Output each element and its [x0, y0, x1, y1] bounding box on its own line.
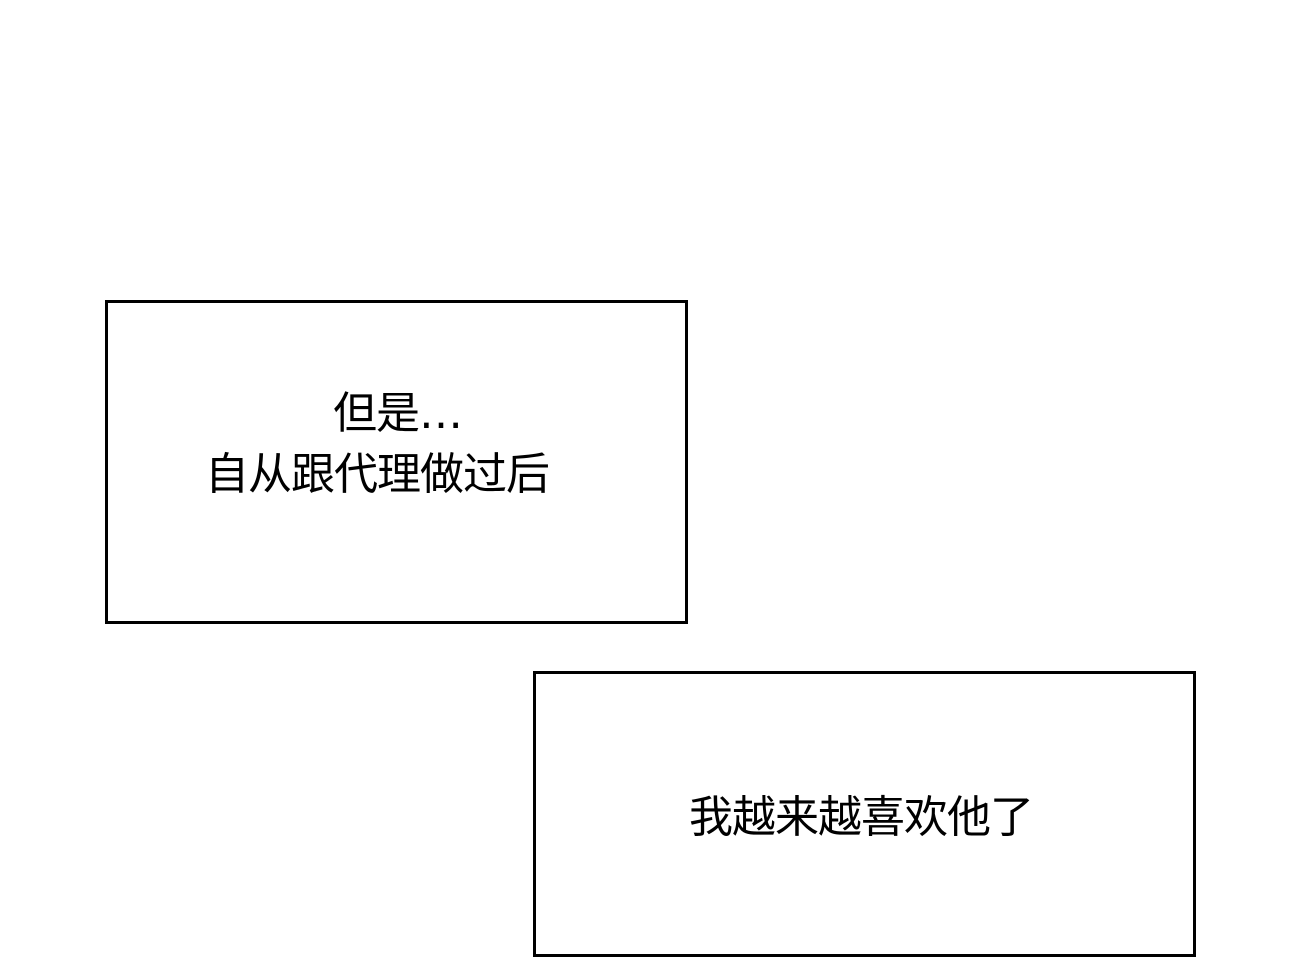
narration-text-line: 自从跟代理做过后 — [205, 449, 550, 500]
narration-text-line: 但是… — [333, 388, 463, 439]
narration-box-2: 我越来越喜欢他了 — [533, 671, 1196, 957]
narration-text-line: 我越来越喜欢他了 — [689, 792, 1034, 843]
narration-box-1: 但是… 自从跟代理做过后 — [105, 300, 688, 624]
